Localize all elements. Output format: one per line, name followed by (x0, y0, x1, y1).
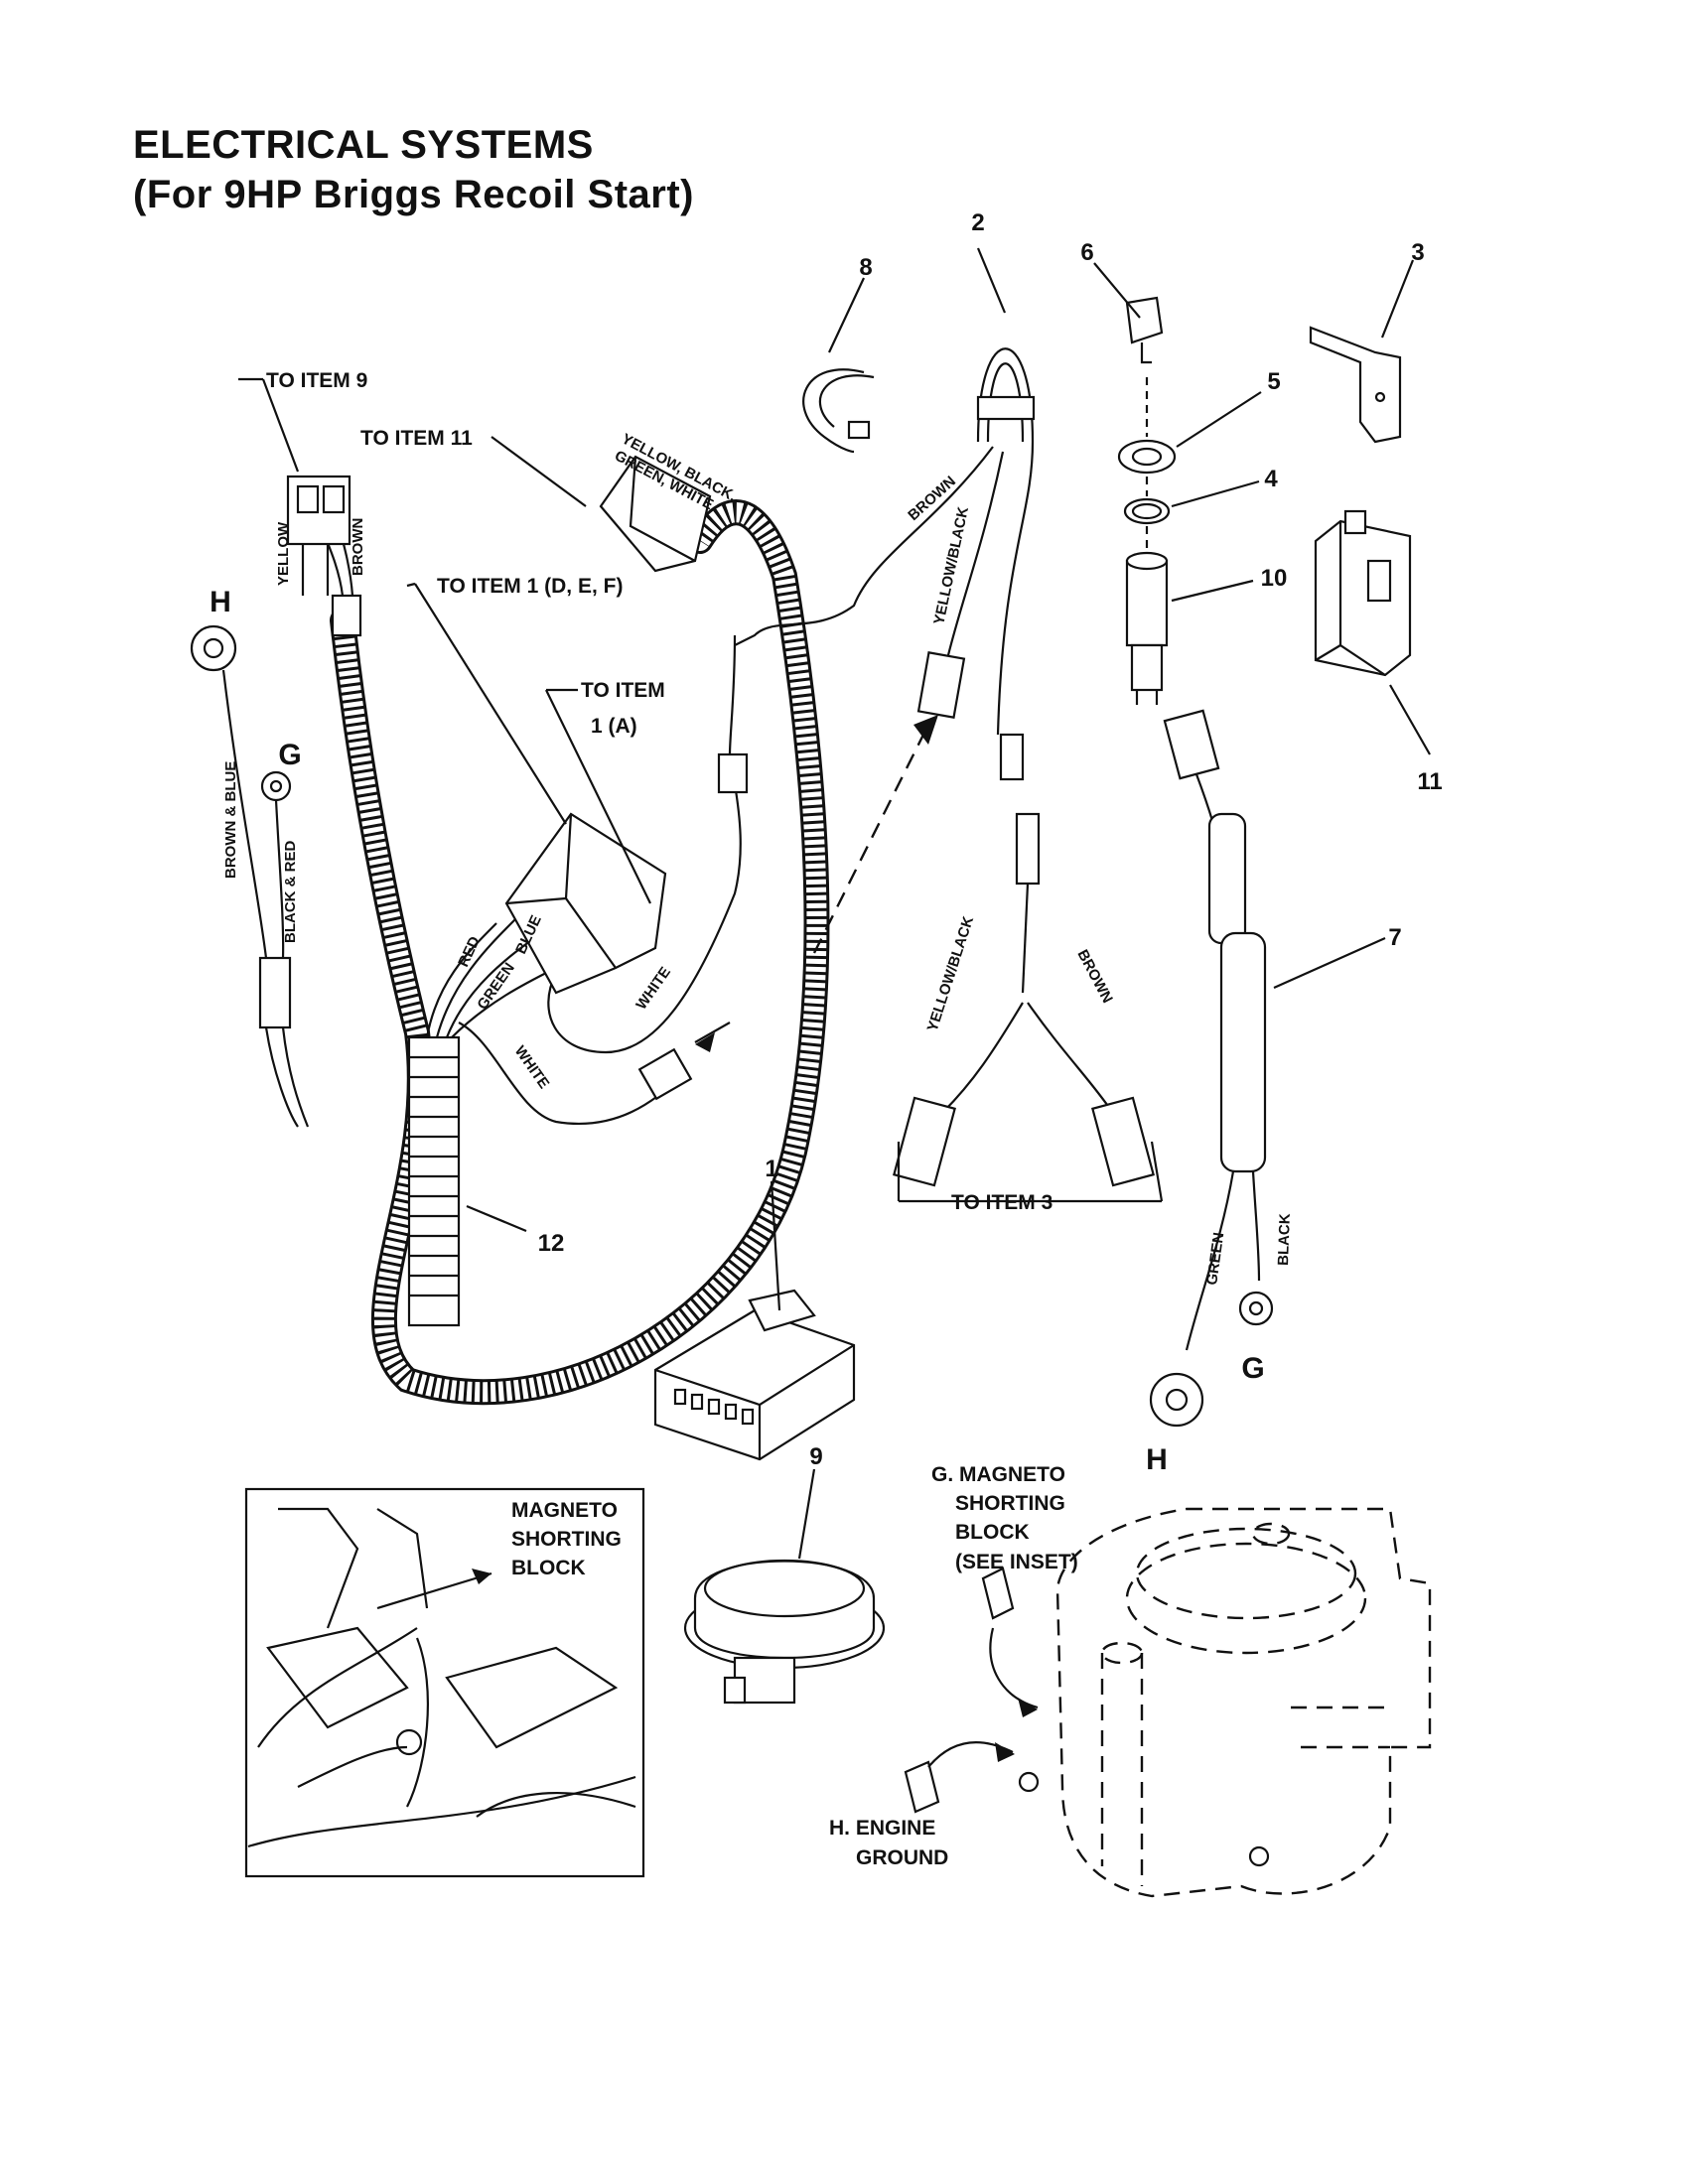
connector-to-item-9 (286, 475, 351, 596)
switch-item-9 (683, 1559, 886, 1705)
wire-label-brown-bottom: BROWN (1073, 947, 1115, 1006)
wire-label-brown-blue: BROWN & BLUE (222, 761, 239, 879)
wire-label-brown-top: BROWN (905, 473, 959, 524)
leader-lines (238, 247, 1431, 1560)
terminal-h-left: H (210, 586, 231, 618)
note-g-line4: (SEE INSET) (955, 1551, 1078, 1573)
terminal-g-left: G (278, 739, 301, 771)
wire-label-yellow-black-bottom: YELLOW/BLACK (924, 914, 978, 1033)
inset-label-line3: BLOCK (511, 1557, 586, 1579)
connector-to-item-11 (599, 455, 712, 573)
note-to-item-1a-line1: TO ITEM (581, 679, 665, 702)
magneto-inset (244, 1487, 645, 1878)
callout-7: 7 (1388, 924, 1401, 951)
wire-loop-item-2 (694, 347, 1155, 1187)
callout-9: 9 (809, 1443, 822, 1470)
note-h-line2: GROUND (856, 1846, 948, 1869)
connector-item-1 (653, 1289, 856, 1461)
key-switch-assembly (1117, 296, 1177, 705)
wire-label-green-item7: GREEN (1203, 1231, 1227, 1286)
wire-label-yellow-black-top: YELLOW/BLACK (930, 505, 972, 626)
callout-6: 6 (1080, 239, 1093, 266)
callout-1: 1 (765, 1156, 777, 1182)
note-to-item-1-def: TO ITEM 1 (D, E, F) (437, 575, 623, 598)
note-to-item-1a-line2: 1 (A) (591, 715, 637, 738)
note-g-line1: G. MAGNETO (931, 1463, 1065, 1486)
callout-12: 12 (538, 1230, 565, 1257)
terminal-g-right: G (1241, 1352, 1264, 1385)
wire-label-red: RED (455, 934, 484, 970)
wire-label-white-a: WHITE (632, 964, 674, 1013)
wire-label-yellow: YELLOW (275, 521, 292, 586)
note-g-line3: BLOCK (955, 1521, 1030, 1544)
callout-2: 2 (971, 209, 984, 236)
wire-label-white-b: WHITE (511, 1043, 553, 1092)
tie-item-8 (802, 368, 875, 454)
inset-label-line1: MAGNETO (511, 1499, 618, 1522)
callout-4: 4 (1264, 466, 1278, 492)
callout-8: 8 (859, 254, 872, 281)
callout-11: 11 (1417, 768, 1442, 795)
terminal-h-right: H (1146, 1443, 1168, 1476)
callout-3: 3 (1411, 239, 1424, 266)
note-to-item-3: TO ITEM 3 (951, 1191, 1052, 1214)
ground-terminals-left (190, 624, 292, 959)
engine-outline (904, 1507, 1432, 1898)
relay-item-11 (1314, 509, 1412, 677)
note-g-line2: SHORTING (955, 1492, 1065, 1515)
inset-label-line2: SHORTING (511, 1528, 622, 1551)
note-to-item-9: TO ITEM 9 (266, 369, 367, 392)
wire-label-brown-item9: BROWN (350, 518, 366, 576)
page-subtitle: (For 9HP Briggs Recoil Start) (133, 173, 694, 216)
callout-5: 5 (1267, 368, 1280, 395)
bracket-item-3 (1309, 326, 1402, 444)
note-h-line1: H. ENGINE (829, 1817, 935, 1840)
wire-item-7 (1149, 709, 1274, 1428)
main-harness-item-12 (258, 499, 830, 1406)
page-title: ELECTRICAL SYSTEMS (133, 123, 594, 167)
note-to-item-11: TO ITEM 11 (360, 427, 473, 450)
wire-label-black-item7: BLACK (1275, 1213, 1294, 1266)
callout-10: 10 (1261, 565, 1288, 592)
wire-label-black-red: BLACK & RED (282, 841, 299, 943)
